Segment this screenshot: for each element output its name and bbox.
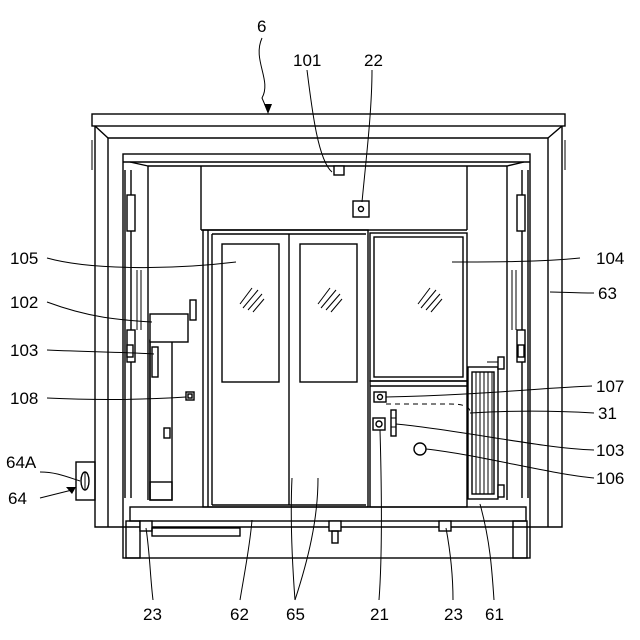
label-64: 64 xyxy=(8,489,27,508)
label-62: 62 xyxy=(230,605,249,624)
label-31: 31 xyxy=(598,404,617,423)
floor-sill xyxy=(123,507,530,558)
cab-body xyxy=(123,154,530,558)
label-103-right: 103 xyxy=(596,441,624,460)
label-23-left: 23 xyxy=(143,605,162,624)
car-door xyxy=(203,230,368,507)
label-104: 104 xyxy=(596,249,624,268)
label-22: 22 xyxy=(364,51,383,70)
label-63: 63 xyxy=(598,284,617,303)
label-105: 105 xyxy=(10,249,38,268)
label-107: 107 xyxy=(596,377,624,396)
label-103-left: 103 xyxy=(10,341,38,360)
label-101: 101 xyxy=(293,51,321,70)
left-guide-rail xyxy=(125,170,141,498)
transom-devices xyxy=(334,166,369,217)
label-108: 108 xyxy=(10,389,38,408)
door-window-hatch xyxy=(240,288,342,312)
label-106: 106 xyxy=(596,469,624,488)
label-21: 21 xyxy=(370,605,389,624)
label-23-right: 23 xyxy=(444,605,463,624)
left-side-panel xyxy=(150,300,196,500)
label-65: 65 xyxy=(286,605,305,624)
right-guide-rail xyxy=(512,170,528,498)
side-window xyxy=(370,233,467,381)
label-64A: 64A xyxy=(6,453,37,472)
operating-panel xyxy=(370,381,470,507)
label-6: 6 xyxy=(257,17,266,36)
label-61: 61 xyxy=(485,605,504,624)
reference-labels: 6 101 22 105 104 102 63 103 108 107 31 1… xyxy=(6,17,624,624)
vent-panel xyxy=(468,357,504,499)
label-102: 102 xyxy=(10,293,38,312)
